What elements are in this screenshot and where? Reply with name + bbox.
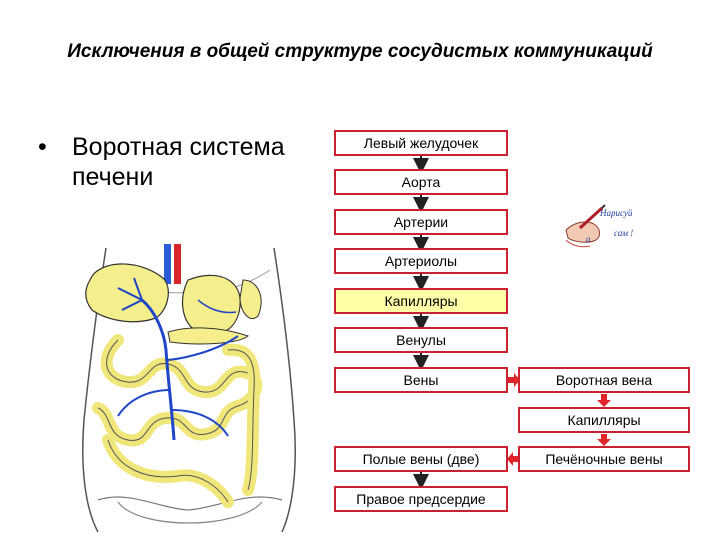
- hand-pencil-icon: [565, 204, 606, 248]
- digestive-system-illustration: [82, 244, 296, 533]
- flow-box-veins: Вены: [334, 367, 508, 393]
- flow-box-hepatic-veins: Печёночные вены: [518, 446, 690, 472]
- sketch-side-letter: а: [586, 234, 591, 244]
- bullet-marker: •: [38, 133, 47, 161]
- flow-box-liver-capillaries: Капилляры: [518, 407, 690, 433]
- bullet-text: Воротная система печени: [72, 133, 285, 191]
- sketch-line2: сам !: [614, 228, 634, 238]
- flow-box-capillaries: Капилляры: [334, 288, 508, 314]
- flow-box-arteries: Артерии: [334, 209, 508, 235]
- draw-yourself-sketch: Нарисуй сам ! а: [562, 200, 660, 252]
- flow-box-vena-cava: Полые вены (две): [334, 446, 508, 472]
- flow-box-right-atrium: Правое предсердие: [334, 486, 508, 512]
- flow-box-portal-vein: Воротная вена: [518, 367, 690, 393]
- flow-box-venules: Венулы: [334, 327, 508, 353]
- slide-title: Исключения в общей структуре сосудистых …: [67, 41, 653, 62]
- flow-box-aorta: Аорта: [334, 169, 508, 195]
- flow-box-left-ventricle: Левый желудочек: [334, 130, 508, 156]
- sketch-line1: Нарисуй: [600, 208, 633, 218]
- flow-box-arterioles: Артериолы: [334, 248, 508, 274]
